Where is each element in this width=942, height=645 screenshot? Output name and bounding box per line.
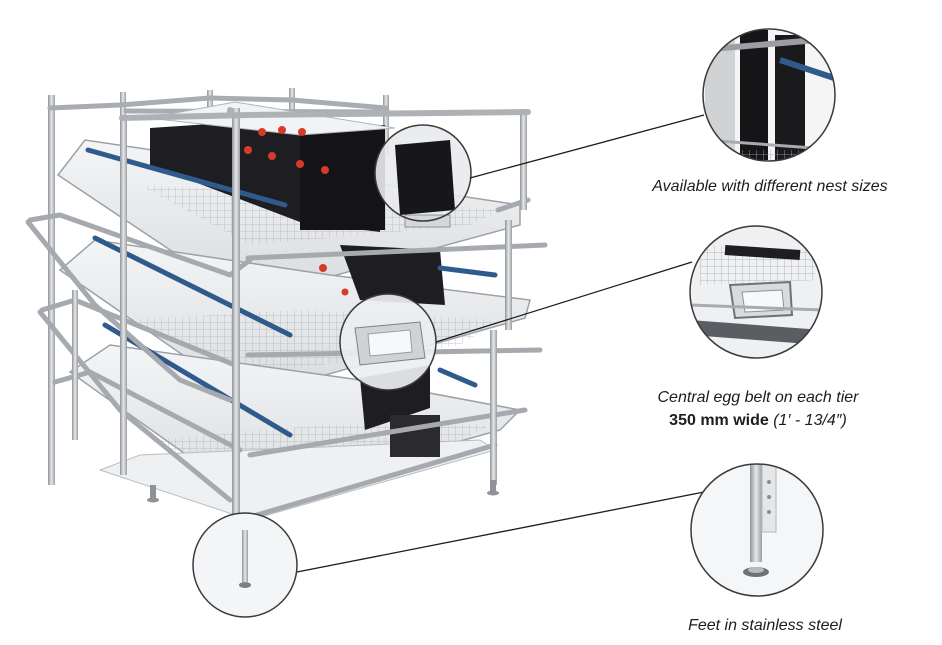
nest-cover	[147, 101, 396, 136]
feet-zoom-lens	[192, 512, 298, 618]
front-frame-posts	[72, 108, 527, 528]
egg-belt-width-value: 350 mm wide	[669, 412, 769, 429]
feet-caption: Feet in stainless steel	[688, 617, 842, 634]
callout-leader-lines	[296, 114, 705, 573]
egg-belt-callout-circle	[689, 225, 823, 359]
front-top-rails	[119, 107, 531, 121]
nest-sizes-caption: Available with different nest sizes	[652, 178, 888, 195]
drinker-line	[244, 126, 349, 296]
egg-belt-caption-line2: 350 mm wide (1′ - 13/4″)	[608, 409, 908, 432]
egg-belt-zoom-lens	[339, 293, 437, 391]
feet-callout-circle	[690, 463, 824, 597]
egg-belt-caption-line1: Central egg belt on each tier	[657, 389, 859, 406]
egg-belt-width-imperial: (1′ - 13/4″)	[768, 412, 847, 429]
nest-zoom-lens	[374, 124, 472, 228]
aviary-unit	[25, 88, 548, 618]
egg-belt-caption: Central egg belt on each tier 350 mm wid…	[608, 386, 908, 432]
nest-sizes-callout-circle	[702, 28, 836, 162]
